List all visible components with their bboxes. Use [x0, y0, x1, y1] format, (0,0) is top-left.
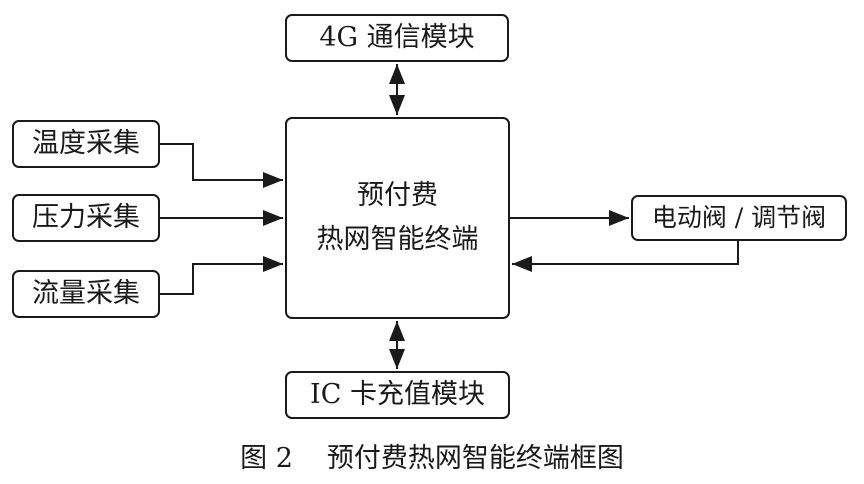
flow-acquisition-label: 流量采集	[32, 277, 140, 309]
temperature-acquisition-label: 温度采集	[32, 127, 140, 159]
comm-4g-module-box: 4G 通信模块	[285, 14, 509, 62]
prepaid-terminal-label-line2: 热网智能终端	[316, 224, 479, 255]
arrow-flow-terminal	[160, 256, 283, 295]
comm-4g-module-label: 4G 通信模块	[319, 21, 475, 53]
temperature-acquisition-box: 温度采集	[12, 120, 160, 168]
valve-box: 电动阀 / 调节阀	[631, 195, 847, 241]
prepaid-terminal-label-line1: 预付费	[357, 180, 438, 211]
figure-title: 预付费热网智能终端框图	[326, 443, 624, 474]
pressure-acquisition-box: 压力采集	[12, 194, 160, 242]
valve-label: 电动阀 / 调节阀	[651, 203, 827, 232]
pressure-acquisition-label: 压力采集	[32, 201, 140, 233]
prepaid-terminal-box: 预付费 热网智能终端	[285, 117, 510, 319]
arrow-temperature-terminal	[160, 143, 283, 188]
ic-card-module-box: IC 卡充值模块	[285, 371, 510, 419]
figure-number: 图 2	[240, 443, 293, 474]
figure-caption: 图 2 预付费热网智能终端框图	[0, 436, 864, 475]
flow-acquisition-box: 流量采集	[12, 270, 160, 318]
ic-card-module-label: IC 卡充值模块	[310, 378, 485, 410]
arrow-valve-feedback	[512, 241, 739, 272]
